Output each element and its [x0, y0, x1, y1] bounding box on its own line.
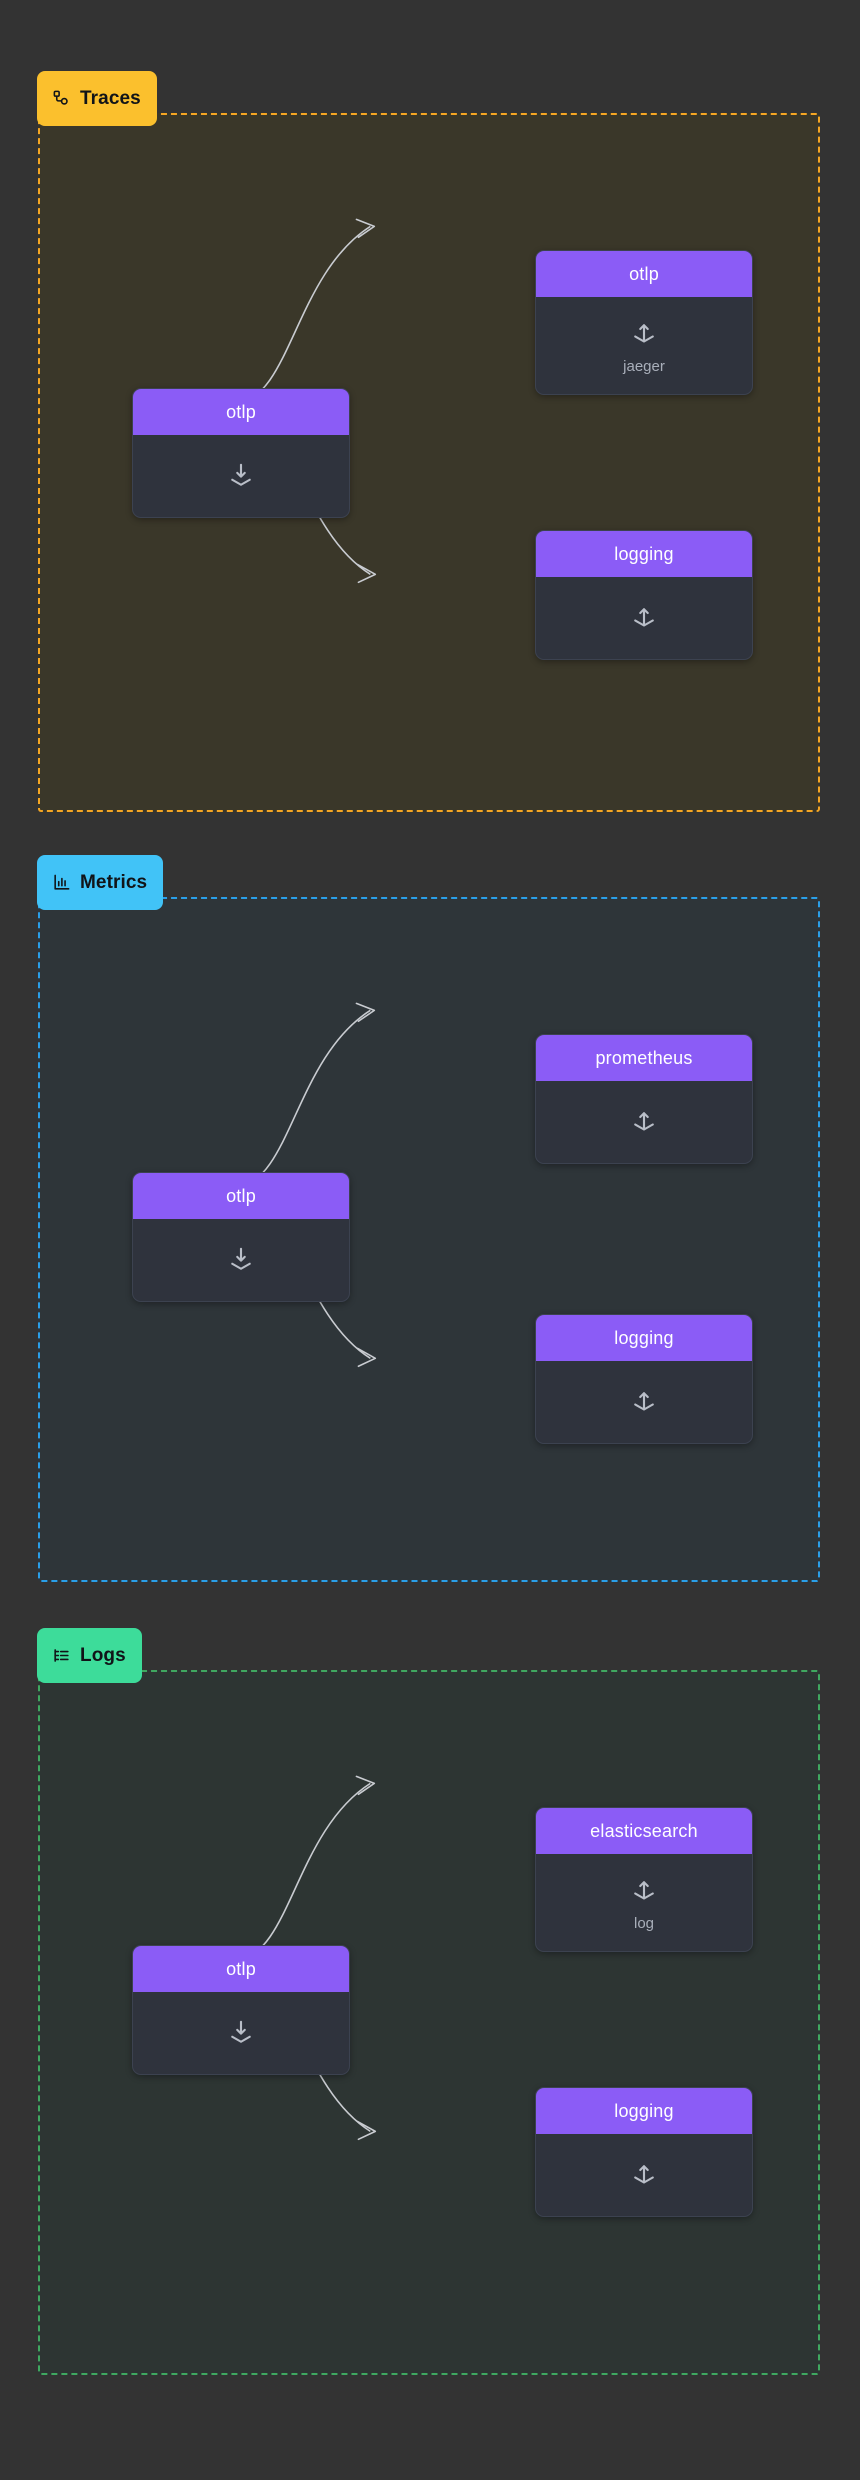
pipeline-badge-label: Traces [80, 87, 141, 109]
node-exporter-otlp-jaeger[interactable]: otlp jaeger [535, 250, 753, 395]
node-exporter-elasticsearch[interactable]: elasticsearch log [535, 1807, 753, 1952]
node-subtitle: log [633, 1915, 655, 1932]
pipeline-panel-logs: Logs otlp elasticsearch [37, 1628, 820, 2375]
arrowhead-otlp-to-elasticsearch [355, 1775, 376, 1796]
node-body [536, 1081, 752, 1163]
node-title: logging [536, 531, 752, 577]
download-arrow-icon [226, 461, 256, 491]
pipeline-panel-metrics: Metrics otlp prometheus [37, 855, 820, 1582]
node-title: otlp [133, 1173, 349, 1219]
pipeline-badge-label: Metrics [80, 871, 148, 893]
node-exporter-logging[interactable]: logging [535, 2087, 753, 2217]
node-title: otlp [133, 1946, 349, 1992]
node-body [536, 577, 752, 659]
download-arrow-icon [226, 1245, 256, 1275]
node-title: elasticsearch [536, 1808, 752, 1854]
pipeline-badge-traces[interactable]: Traces [37, 71, 157, 126]
node-title: prometheus [536, 1035, 752, 1081]
upload-arrow-icon [629, 1387, 659, 1417]
node-body [133, 435, 349, 517]
workflow-nodes-icon [52, 89, 71, 108]
upload-arrow-icon [629, 2160, 659, 2190]
pipeline-badge-logs[interactable]: Logs [37, 1628, 142, 1683]
node-body: jaeger [536, 297, 752, 394]
edge-otlp-to-otlp [237, 225, 371, 405]
arrowhead-otlp-to-logging [356, 2120, 377, 2141]
upload-arrow-icon [629, 1107, 659, 1137]
node-receiver-otlp[interactable]: otlp [132, 1945, 350, 2075]
edge-otlp-to-prometheus [238, 1009, 371, 1189]
edge-otlp-to-elasticsearch [237, 1782, 371, 1962]
pipeline-badge-label: Logs [80, 1644, 126, 1666]
arrowhead-otlp-to-otlp [355, 218, 376, 239]
node-title: logging [536, 1315, 752, 1361]
pipeline-badge-metrics[interactable]: Metrics [37, 855, 164, 910]
node-exporter-logging[interactable]: logging [535, 530, 753, 660]
node-receiver-otlp[interactable]: otlp [132, 388, 350, 518]
node-exporter-prometheus[interactable]: prometheus [535, 1034, 753, 1164]
arrowhead-otlp-to-prometheus [355, 1002, 376, 1023]
upload-arrow-icon [629, 319, 659, 349]
arrowhead-otlp-to-logging [356, 563, 377, 584]
download-arrow-icon [226, 2018, 256, 2048]
node-subtitle: jaeger [623, 358, 665, 375]
node-title: logging [536, 2088, 752, 2134]
node-body [536, 1361, 752, 1443]
node-exporter-logging[interactable]: logging [535, 1314, 753, 1444]
node-body [536, 2134, 752, 2216]
pipeline-panel-traces: Traces otlp otlp [37, 71, 820, 812]
upload-arrow-icon [629, 1876, 659, 1906]
node-body: log [536, 1854, 752, 1951]
list-tree-icon [52, 1646, 71, 1665]
node-title: otlp [536, 251, 752, 297]
upload-arrow-icon [629, 603, 659, 633]
arrowhead-otlp-to-logging [356, 1347, 377, 1368]
node-body [133, 1219, 349, 1301]
node-receiver-otlp[interactable]: otlp [132, 1172, 350, 1302]
node-title: otlp [133, 389, 349, 435]
bar-chart-icon [52, 873, 71, 892]
node-body [133, 1992, 349, 2074]
